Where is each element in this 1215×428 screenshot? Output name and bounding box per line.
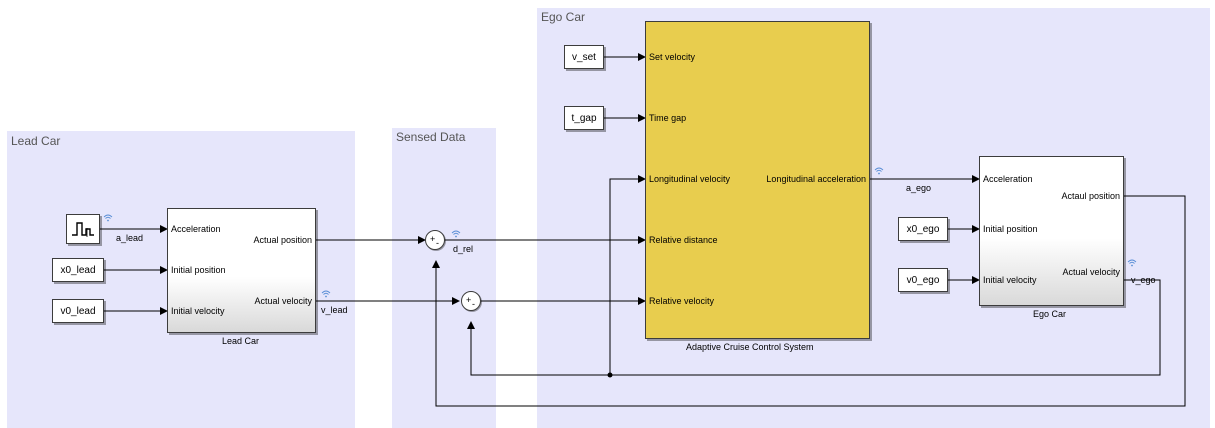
ego-out-position-port: Actaul position [1061, 191, 1120, 201]
wifi-logging-icon [1127, 258, 1137, 268]
lead-car-block-name: Lead Car [222, 336, 260, 346]
acc-in-longitudinal-velocity-port: Longitudinal velocity [649, 174, 731, 184]
v-set-constant[interactable]: v_set [564, 45, 604, 69]
adaptive-cruise-control-block[interactable]: Set velocity Time gap Longitudinal veloc… [645, 21, 870, 339]
sensed-data-area-label: Sensed Data [396, 130, 466, 144]
v0-lead-constant[interactable]: v0_lead [52, 299, 104, 323]
lead-out-actual-position-port: Actual position [253, 235, 312, 245]
ego-car-block[interactable]: Acceleration Initial position Initial ve… [979, 156, 1124, 306]
ego-car-area-label: Ego Car [541, 10, 586, 24]
signal-builder-icon [72, 222, 94, 237]
relative-distance-sum[interactable]: + - [425, 230, 445, 250]
lead-acceleration-source-block[interactable] [66, 214, 100, 244]
t-gap-constant[interactable]: t_gap [564, 106, 604, 130]
acc-in-relative-velocity-port: Relative velocity [649, 296, 715, 306]
v0-ego-constant[interactable]: v0_ego [898, 268, 948, 292]
lead-car-area-label: Lead Car [11, 134, 61, 148]
lead-in-initial-velocity-port: Initial velocity [171, 306, 225, 316]
signal-label-a-lead: a_lead [116, 233, 144, 243]
signal-label-v-ego: v_ego [1131, 275, 1156, 285]
x0-ego-constant[interactable]: x0_ego [898, 217, 948, 241]
wire-ego-velocity-feedback [467, 279, 1161, 376]
wifi-logging-icon [874, 166, 884, 176]
acc-in-relative-distance-port: Relative distance [649, 235, 718, 245]
wifi-logging-icon [451, 229, 461, 239]
sum-minus-sign: - [472, 299, 475, 309]
lead-car-block[interactable]: Acceleration Initial position Initial ve… [167, 208, 316, 333]
signal-label-a-ego: a_ego [906, 183, 932, 193]
wire-longitudinal-velocity [609, 175, 646, 375]
adaptive-cruise-control-block-name: Adaptive Cruise Control System [686, 342, 814, 352]
wifi-logging-icon [103, 213, 113, 223]
acc-in-set-velocity-port: Set velocity [649, 52, 696, 62]
branch-point [607, 372, 613, 378]
ego-in-acceleration-port: Acceleration [983, 174, 1033, 184]
ego-in-initial-velocity-port: Initial velocity [983, 275, 1037, 285]
signal-label-d-rel: d_rel [453, 244, 474, 254]
wire-ego-position-feedback [432, 195, 1186, 407]
ego-car-block-name: Ego Car [1033, 309, 1067, 319]
acc-out-longitudinal-acceleration-port: Longitudinal acceleration [766, 174, 866, 184]
lead-in-initial-position-port: Initial position [171, 265, 226, 275]
sum-plus-sign: + [466, 295, 472, 305]
sum-plus-sign: + [430, 234, 436, 244]
ego-out-velocity-port: Actual velocity [1062, 267, 1120, 277]
ego-in-initial-position-port: Initial position [983, 224, 1038, 234]
x0-lead-constant[interactable]: x0_lead [52, 258, 104, 282]
lead-in-acceleration-port: Acceleration [171, 224, 221, 234]
lead-out-actual-velocity-port: Actual velocity [254, 296, 312, 306]
sensed-data-area [392, 128, 496, 428]
signal-label-v-lead: v_lead [321, 305, 348, 315]
acc-in-time-gap-port: Time gap [649, 113, 687, 123]
wifi-logging-icon [321, 289, 331, 299]
relative-velocity-sum[interactable]: + - [461, 291, 481, 311]
sum-minus-sign: - [436, 238, 439, 248]
